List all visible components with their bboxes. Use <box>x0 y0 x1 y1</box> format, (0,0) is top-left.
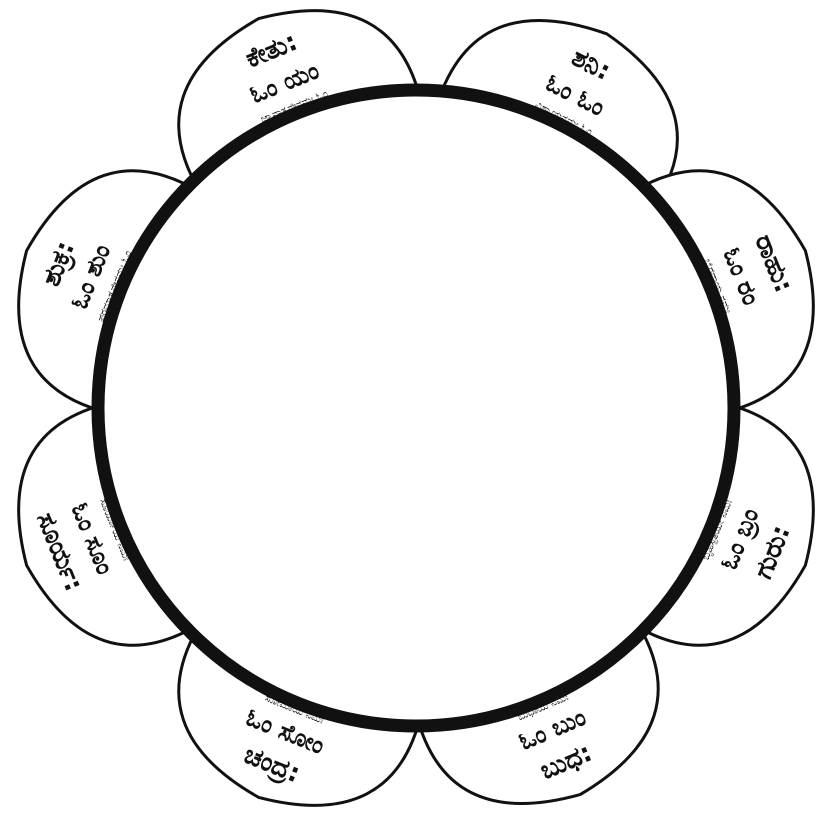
center-ring <box>98 90 734 726</box>
